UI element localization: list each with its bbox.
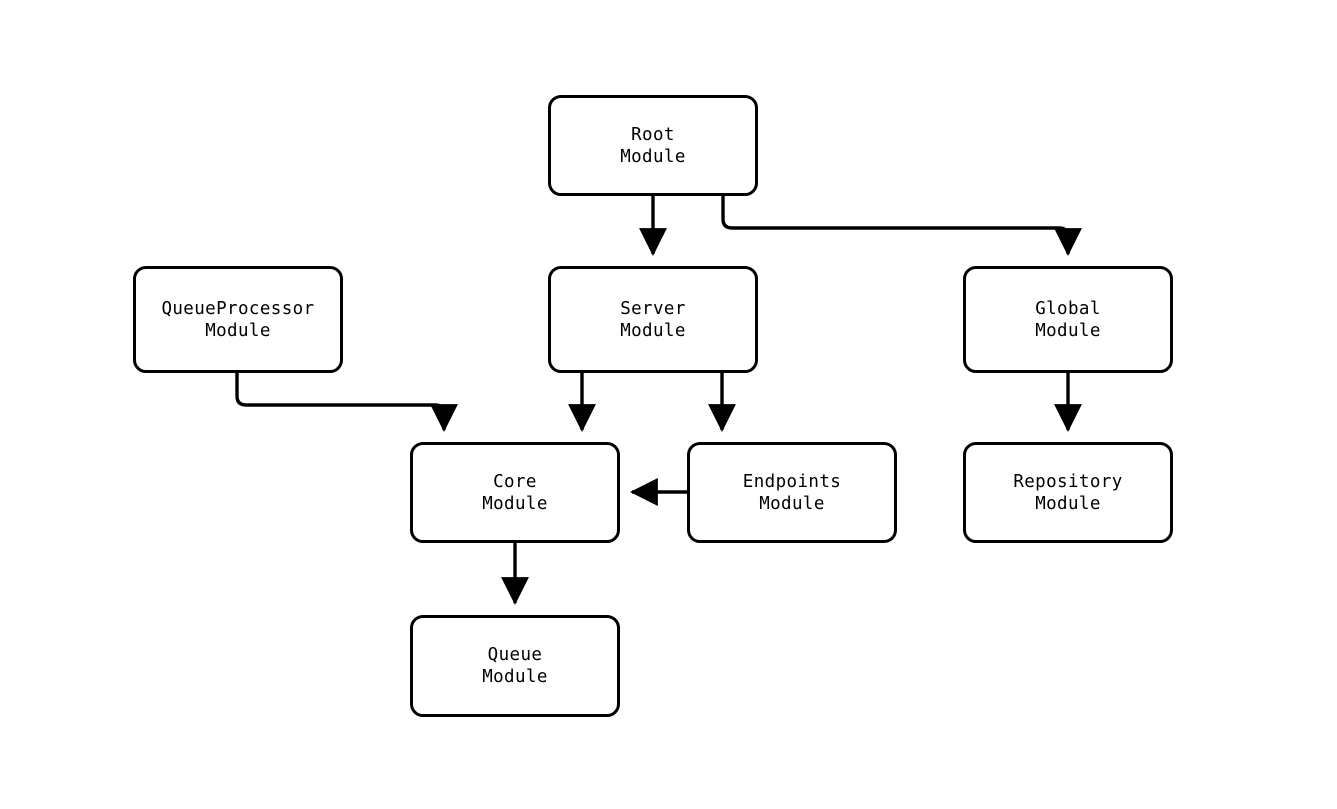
node-root-module-line2: Module (620, 146, 686, 167)
node-server-module[interactable]: Server Module (548, 266, 758, 373)
node-endpoints-module[interactable]: Endpoints Module (687, 442, 897, 543)
node-queueprocessor-module[interactable]: QueueProcessor Module (133, 266, 343, 373)
node-core-module-line2: Module (482, 493, 548, 514)
node-queue-module[interactable]: Queue Module (410, 615, 620, 717)
node-core-module[interactable]: Core Module (410, 442, 620, 543)
node-server-module-line2: Module (620, 320, 686, 341)
node-server-module-line1: Server (620, 298, 686, 319)
node-global-module-line1: Global (1035, 298, 1101, 319)
node-queueprocessor-module-line2: Module (205, 320, 271, 341)
node-root-module[interactable]: Root Module (548, 95, 758, 196)
node-repository-module-line1: Repository (1013, 471, 1123, 492)
node-endpoints-module-line2: Module (759, 493, 825, 514)
node-global-module[interactable]: Global Module (963, 266, 1173, 373)
edge-root-to-global (721, 196, 1082, 257)
node-queue-module-line1: Queue (487, 645, 543, 665)
node-global-module-line2: Module (1035, 320, 1101, 341)
node-repository-module[interactable]: Repository Module (963, 442, 1173, 543)
node-repository-module-line2: Module (1035, 493, 1101, 514)
edge-queueprocessor-to-core (235, 373, 458, 433)
node-core-module-line1: Core (493, 471, 537, 492)
node-root-module-line1: Root (631, 124, 675, 145)
node-queue-module-line2: Module (482, 667, 548, 687)
node-queueprocessor-module-line1: QueueProcessor (161, 298, 315, 319)
node-endpoints-module-line1: Endpoints (742, 471, 842, 492)
